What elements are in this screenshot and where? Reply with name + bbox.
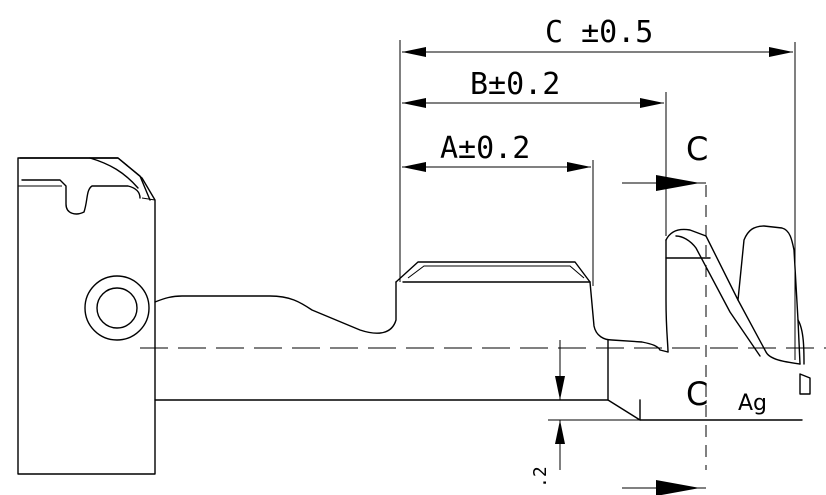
housing-block [17,157,156,475]
dim-label-a: A±0.2 [440,131,530,166]
section-label: C [686,130,708,168]
dim-arrow [402,98,426,108]
center-lines [140,185,826,470]
dim-arrow [769,47,793,57]
mounting-hole [84,275,150,341]
dim-arrow [567,162,591,172]
section-arrow [656,175,700,191]
section-arrow [656,480,700,495]
dim-arrow [555,420,565,444]
plating-mark: Ag [738,391,767,416]
body-section-mark: C [686,375,708,413]
dim-label-c: C ±0.5 [545,15,653,50]
partial-dim-label: .2 [530,466,551,488]
dim-label-b: B±0.2 [470,67,560,102]
dimension-lines [399,40,796,495]
dim-arrow [402,162,426,172]
dim-arrow [555,376,565,400]
dim-arrow [402,47,426,57]
dim-arrow [640,98,664,108]
mounting-hole-inner [96,287,138,329]
terminal-body [154,225,811,421]
